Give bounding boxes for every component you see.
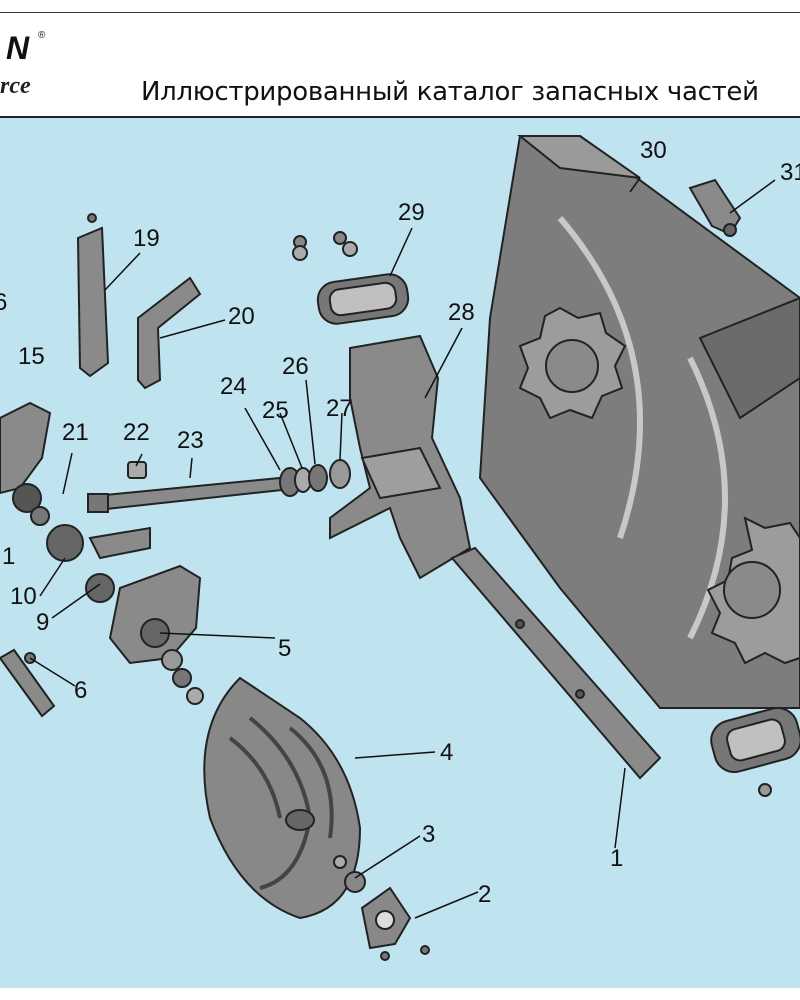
brand-logo-tagline: rce xyxy=(0,73,31,99)
callout-21: 21 xyxy=(62,419,89,446)
callout-15: 15 xyxy=(18,343,45,370)
leader-lines xyxy=(29,177,776,919)
callout-3: 3 xyxy=(422,821,435,848)
part-19-bracket xyxy=(76,213,110,378)
callout-30: 30 xyxy=(640,137,667,164)
part-29-skid-shoe xyxy=(292,231,410,325)
callout-27: 27 xyxy=(326,395,353,422)
shaft-bearings xyxy=(279,459,351,497)
callout-22: 22 xyxy=(123,419,150,446)
callout-labels: 30 31 29 28 19 20 6 15 24 26 25 27 21 22… xyxy=(0,137,800,908)
callout-23: 23 xyxy=(177,427,204,454)
part-23-auger-shaft xyxy=(87,476,284,513)
part-right-skid-shoe xyxy=(710,706,800,797)
callout-5: 5 xyxy=(278,635,291,662)
callout-29: 29 xyxy=(398,199,425,226)
header-bottom-rule xyxy=(0,116,800,118)
part-1-support-bar xyxy=(450,546,662,780)
part-3-bearing xyxy=(333,855,366,893)
part-5-gearbox xyxy=(85,564,202,665)
callout-1: 1 xyxy=(610,845,623,872)
auger-housing xyxy=(478,135,800,709)
housing-gear-lower xyxy=(706,516,800,665)
exploded-parts-diagram: 30 31 29 28 19 20 6 15 24 26 25 27 21 22… xyxy=(0,118,800,988)
callout-31: 31 xyxy=(780,159,800,186)
part-4-auger-blades xyxy=(203,676,362,920)
callout-4: 4 xyxy=(440,739,453,766)
page-header: N ® rce Иллюстрированный каталог запасны… xyxy=(0,0,800,118)
page-title: Иллюстрированный каталог запасных частей xyxy=(141,77,759,107)
left-gearbox-cluster xyxy=(0,401,151,562)
registered-mark: ® xyxy=(38,30,46,41)
callout-26: 26 xyxy=(282,353,309,380)
part-5-seals xyxy=(161,649,204,705)
callout-28: 28 xyxy=(448,299,475,326)
part-22-bushing xyxy=(127,461,147,479)
callout-6: 6 xyxy=(74,677,87,704)
callout-19: 19 xyxy=(133,225,160,252)
housing-gear-upper xyxy=(518,306,627,420)
callout-11: 1 xyxy=(2,543,15,570)
callout-24: 24 xyxy=(220,373,247,400)
brand-logo-letter: N xyxy=(6,30,30,66)
callout-20: 20 xyxy=(228,303,255,330)
part-6-shaft xyxy=(0,648,56,718)
callout-25: 25 xyxy=(262,397,289,424)
part-20-bracket xyxy=(137,276,202,390)
callout-16: 6 xyxy=(0,289,7,316)
callout-9: 9 xyxy=(36,609,49,636)
callout-2: 2 xyxy=(478,881,491,908)
page-bottom-margin xyxy=(0,988,800,1000)
header-top-rule xyxy=(0,12,800,13)
callout-10: 10 xyxy=(10,583,37,610)
part-2-flange xyxy=(360,886,430,961)
part-28-chute-base xyxy=(329,334,472,580)
part-31-bracket xyxy=(688,178,742,237)
